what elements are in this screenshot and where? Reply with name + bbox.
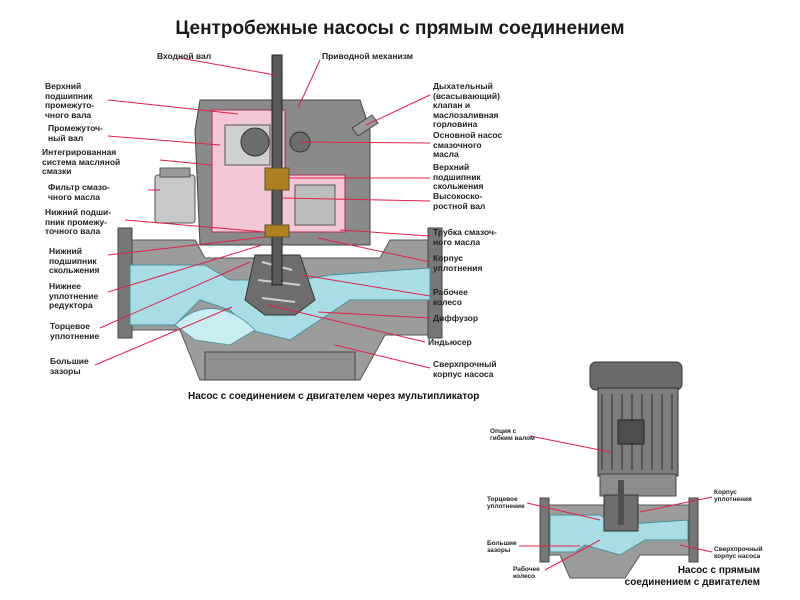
label-high-speed-shaft: Высокоско- ростной вал <box>433 191 486 211</box>
label-inducer: Индьюсер <box>428 337 472 347</box>
label-main-lube-pump: Основной насос смазочного масла <box>433 130 503 159</box>
small-caption: Насос с прямым соединением с двигателем <box>620 565 760 589</box>
label-input-shaft: Входной вал <box>157 51 212 61</box>
label-integrated-lube-system: Интегрированная система масляной смазки <box>42 147 121 176</box>
label-lube-oil-tube: Трубка смазоч- ного масла <box>433 227 497 247</box>
label-flexible-shaft-option: Опция с гибким валом <box>490 428 535 442</box>
label-small-face-seal: Торцевое уплотнение <box>487 496 525 510</box>
main-pump <box>117 54 443 381</box>
label-seal-housing: Корпус уплотнения <box>433 253 483 273</box>
label-breather-valve: Дыхательный (всасывающий) клапан и масло… <box>433 81 500 129</box>
label-intermediate-shaft: Промежуточ- ный вал <box>48 123 103 143</box>
label-small-seal-housing: Корпус уплотнения <box>714 489 752 503</box>
main-caption: Насос с соединением с двигателем через м… <box>188 391 480 402</box>
label-face-seal: Торцевое уплотнение <box>50 321 100 341</box>
label-large-gaps: Большие зазоры <box>50 356 89 376</box>
label-small-casing: Сверхпрочный корпус насоса <box>714 546 763 560</box>
label-diffuser: Диффузор <box>433 313 479 323</box>
label-heavy-duty-casing: Сверхпрочный корпус насоса <box>433 359 497 379</box>
small-caption-line2: соединением с двигателем <box>624 577 760 588</box>
main-leader-lines <box>94 57 431 369</box>
label-lower-sliding-bearing: Нижний подшипник скольжения <box>49 246 100 275</box>
page-title: Центробежные насосы с прямым соединением <box>175 18 625 39</box>
label-oil-filter: Фильтр смазо- чного масла <box>48 182 110 202</box>
label-drive-mechanism: Приводной механизм <box>322 51 414 61</box>
label-small-impeller: Рабочее колесо <box>513 566 540 580</box>
label-lower-gearbox-seal: Нижнее уплотнение редуктора <box>49 281 99 310</box>
label-small-large-gaps: Большие зазоры <box>487 540 517 554</box>
small-caption-line1: Насос с прямым <box>677 565 760 576</box>
label-lower-intermediate-bearing: Нижний подши- пник промежу- точного вала <box>45 207 112 236</box>
small-leader-lines <box>519 435 713 571</box>
label-impeller: Рабочее колесо <box>433 287 468 307</box>
label-upper-intermediate-bearing: Верхний подшипник промежуто- чного вала <box>45 81 95 120</box>
small-pump <box>539 361 699 579</box>
label-upper-sliding-bearing: Верхний подшипник скольжения <box>433 162 484 191</box>
